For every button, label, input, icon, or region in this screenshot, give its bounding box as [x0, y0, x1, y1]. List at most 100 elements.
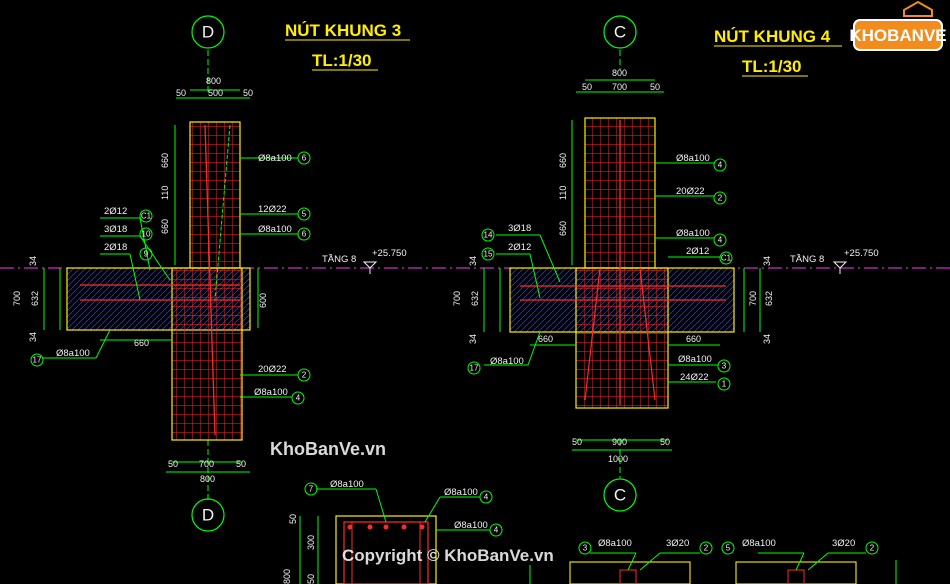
axis-bubble-bottom	[191, 498, 225, 532]
left-dim-beam-1: 34	[28, 256, 38, 266]
left-dim-left-top: 50	[176, 88, 186, 98]
right-rebar-6-text: 2Ø12	[686, 246, 709, 257]
left-title: NÚT KHUNG 3	[285, 21, 401, 40]
left-axis-bottom-label: D	[202, 506, 214, 525]
left-rebar-7-mark: 17	[33, 356, 42, 365]
right-rebar-5-mark: 15	[484, 250, 493, 259]
section-rebar-1-mark: 7	[309, 485, 314, 494]
right-dim-beam-r2: 700	[748, 291, 758, 306]
left-rebar-1-text: Ø8a100	[258, 153, 292, 164]
right-axis-bottom-label: C	[614, 486, 626, 505]
section-rebar-3-mark: 4	[494, 526, 499, 535]
right-rebar-8-mark: 3	[722, 362, 727, 371]
right-title: NÚT KHUNG 4	[714, 27, 831, 46]
right-dim-beam-l3: 632	[470, 291, 480, 306]
left-level: +25.750	[372, 248, 407, 259]
house-icon	[903, 0, 933, 17]
beam-sec-1-mark1: 3	[583, 544, 588, 553]
right-rebar-7-mark: 17	[470, 364, 479, 373]
axis-bubble-top-right	[603, 15, 637, 49]
beam-sec-2-mark2: 2	[870, 544, 875, 553]
left-rebar-6-text: 2Ø18	[104, 242, 127, 253]
left-dim-600: 600	[258, 293, 268, 308]
right-level: +25.750	[844, 248, 879, 259]
right-dim-mid-top: 700	[612, 82, 627, 92]
left-rebar-4-mark: C1	[141, 212, 152, 221]
left-dim-660-beam: 660	[134, 338, 149, 348]
left-rebar-9-text: Ø8a100	[254, 387, 288, 398]
left-rebar-3-text: Ø8a100	[258, 224, 292, 235]
left-rebar-2-text: 12Ø22	[258, 204, 287, 215]
right-scale: TL:1/30	[742, 57, 802, 76]
left-rebar-4-text: 2Ø12	[104, 206, 127, 217]
watermark-text: KhoBanVe.vn	[270, 439, 386, 459]
right-dim-col-2: 110	[558, 186, 568, 200]
left-rebar-7-text: Ø8a100	[56, 348, 90, 359]
right-dim-beam-r3: 632	[764, 291, 774, 306]
left-node-detail	[42, 15, 298, 532]
left-dim-right-bottom: 50	[236, 459, 246, 469]
left-dim-beam-4: 34	[28, 332, 38, 342]
left-dim-total-bottom: 800	[200, 474, 215, 484]
left-rebar-6-mark: 9	[144, 250, 149, 259]
left-dim-mid-top: 500	[208, 88, 223, 98]
left-dim-col-2: 110	[160, 186, 170, 200]
right-dim-total-top: 800	[612, 68, 627, 78]
right-rebar-1-mark: 4	[718, 161, 723, 170]
right-dim-660-left: 660	[538, 334, 553, 344]
beam-sec-2-text2: 3Ø20	[832, 538, 855, 549]
beam-sec-2-mark1: 5	[726, 544, 731, 553]
right-rebar-9-text: 24Ø22	[680, 372, 709, 383]
left-dim-col-1: 660	[160, 153, 170, 168]
right-node-detail	[483, 15, 761, 512]
beam-sec-1-text2: 3Ø20	[666, 538, 689, 549]
right-rebar-9-mark: 1	[722, 380, 727, 389]
section-dim-1: 50	[288, 514, 298, 524]
right-dim-beam-r4: 34	[762, 334, 772, 344]
right-dim-beam-l2: 700	[452, 291, 462, 306]
left-rebar-9-mark: 4	[296, 394, 301, 403]
left-dim-mid-bottom: 700	[199, 459, 214, 469]
right-dim-left-bottom: 50	[572, 437, 582, 447]
logo-text: KHOBANVE	[849, 26, 946, 45]
right-rebar-6-mark: C1	[721, 254, 732, 263]
axis-bubble-top	[191, 15, 225, 49]
right-dim-left-top: 50	[582, 82, 592, 92]
right-rebar-2-mark: 2	[718, 194, 723, 203]
right-rebar-3-text: Ø8a100	[676, 228, 710, 239]
left-dim-left-bottom: 50	[168, 459, 178, 469]
left-rebar-2-mark: 5	[302, 210, 307, 219]
copyright-text: Copyright © KhoBanVe.vn	[342, 546, 554, 565]
right-rebar-5-text: 2Ø12	[508, 242, 531, 253]
right-dim-right-top: 50	[650, 82, 660, 92]
beam-sec-1-text1: Ø8a100	[598, 538, 632, 549]
right-floor-label: TẦNG 8	[790, 254, 824, 265]
right-dim-beam-r1: 34	[762, 256, 772, 266]
right-dim-660-right: 660	[686, 334, 701, 344]
left-dim-beam-3: 632	[30, 291, 40, 306]
right-dim-beam-l1: 34	[468, 256, 478, 266]
right-dim-mid-bottom: 900	[612, 437, 627, 447]
left-scale: TL:1/30	[312, 51, 372, 70]
right-dim-beam-l4: 34	[468, 334, 478, 344]
right-rebar-8-text: Ø8a100	[678, 354, 712, 365]
left-dim-col-3: 660	[160, 219, 170, 234]
left-rebar-5-text: 3Ø18	[104, 224, 127, 235]
right-rebar-1-text: Ø8a100	[676, 153, 710, 164]
right-rebar-3-mark: 4	[718, 236, 723, 245]
right-rebar-4-text: 3Ø18	[508, 223, 531, 234]
right-rebar-7-text: Ø8a100	[490, 356, 524, 367]
section-dim-2: 300	[306, 535, 316, 550]
right-dim-col-1: 660	[558, 153, 568, 168]
right-rebar-4-mark: 14	[484, 231, 493, 240]
section-rebar-3-text: Ø8a100	[454, 520, 488, 531]
left-rebar-1-mark: 6	[302, 154, 307, 163]
left-rebar-8-mark: 2	[302, 371, 307, 380]
column-section	[299, 488, 490, 584]
right-dim-right-bottom: 50	[660, 437, 670, 447]
beam-sec-1-mark2: 2	[704, 544, 709, 553]
left-axis-top-label: D	[202, 23, 214, 42]
left-floor-label: TẦNG 8	[322, 254, 356, 265]
